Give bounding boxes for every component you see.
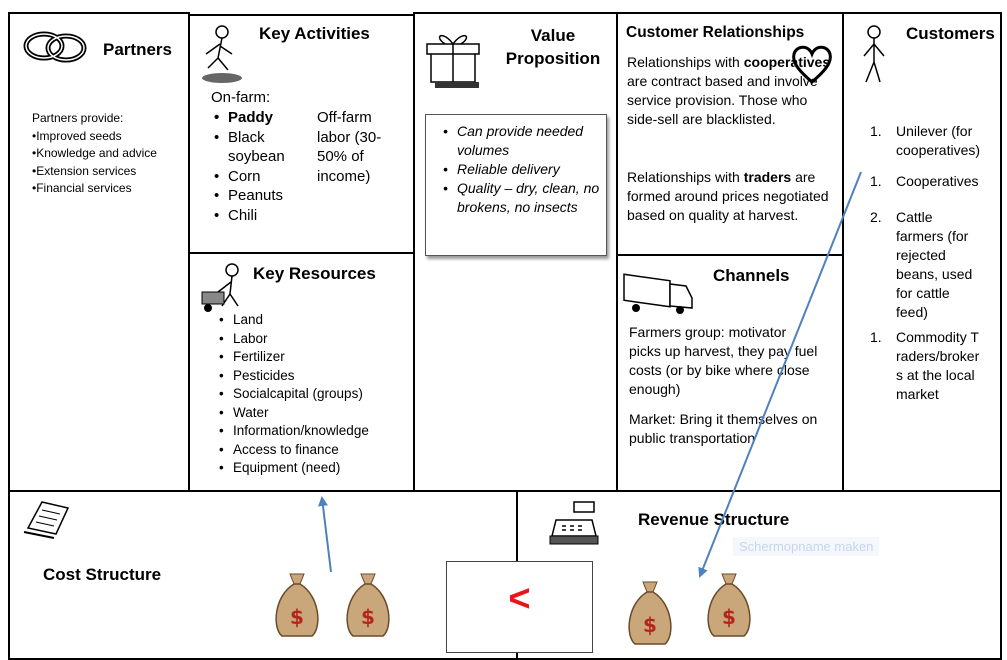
faint-overlay-label: Schermopname maken	[733, 537, 880, 556]
cash-register-icon	[549, 501, 599, 545]
customer-item: 1. Cooperatives	[870, 173, 979, 189]
gift-box-icon	[426, 34, 480, 88]
customer-relationships-para-1: Relationships with cooperatives are cont…	[627, 54, 831, 127]
on-farm-item: Black soybean	[214, 128, 318, 167]
on-farm-list: Paddy Black soybean Corn Peanuts Chili	[212, 108, 318, 225]
delivery-truck-icon	[623, 273, 693, 314]
value-proposition-title: Value Proposition	[498, 24, 608, 70]
resource-item: Equipment (need)	[219, 459, 423, 478]
value-proposition-list: Can provide needed volumes Reliable deli…	[441, 122, 615, 217]
value-proposition-title-line2: Proposition	[505, 49, 601, 68]
channels-para-2: Market: Bring it themselves on public tr…	[629, 411, 818, 446]
heart-icon	[792, 45, 832, 84]
revenue-structure-title: Revenue Structure	[638, 510, 790, 529]
money-bag-icon: $	[275, 573, 319, 637]
resource-item: Labor	[219, 330, 423, 349]
off-farm-text: Off-farm labor (30-50% of income)	[317, 109, 382, 185]
farmer-working-icon	[202, 25, 242, 83]
chain-links-icon	[23, 31, 87, 63]
partners-item: •Financial services	[32, 181, 132, 195]
customer-item: 2. Cattle farmers (for rejected beans, u…	[870, 209, 973, 320]
customer-item: 1. Unilever (for cooperatives)	[870, 123, 981, 158]
on-farm-item: Chili	[214, 206, 318, 226]
value-proposition-title-line1: Value	[530, 26, 576, 45]
comparison-box	[446, 561, 593, 653]
on-farm-item: Paddy	[214, 108, 318, 128]
money-bag-icon: $	[628, 581, 672, 645]
partners-item: •Extension services	[32, 163, 137, 178]
partners-item: •Knowledge and advice	[32, 146, 157, 160]
on-farm-item: Peanuts	[214, 186, 318, 206]
value-item: Quality – dry, clean, no brokens, no ins…	[443, 179, 615, 217]
partners-title: Partners	[103, 40, 172, 59]
channels-para-1: Farmers group: motivator picks up harves…	[629, 324, 818, 397]
on-farm-item: Corn	[214, 167, 318, 187]
key-resources-title: Key Resources	[253, 264, 376, 283]
resource-item: Water	[219, 404, 423, 423]
receipt-icon	[23, 501, 70, 539]
value-item: Can provide needed volumes	[443, 122, 615, 160]
resource-item: Land	[219, 311, 423, 330]
svg-text:$: $	[361, 605, 375, 629]
resource-item: Information/knowledge	[219, 422, 423, 441]
svg-text:$: $	[643, 613, 657, 637]
cost-structure-title: Cost Structure	[43, 565, 162, 584]
partners-box	[8, 12, 190, 492]
on-farm-label: On-farm:	[211, 89, 271, 106]
value-item: Reliable delivery	[443, 160, 615, 179]
partners-intro: Partners provide:	[32, 111, 124, 125]
svg-text:$: $	[722, 605, 736, 629]
key-activities-title: Key Activities	[259, 24, 370, 43]
resource-item: Pesticides	[219, 367, 423, 386]
worker-with-cart-icon	[201, 263, 239, 312]
customers-title: Customers	[906, 24, 995, 43]
resource-item: Fertilizer	[219, 348, 423, 367]
customer-person-icon	[863, 25, 885, 83]
less-than-symbol: <	[508, 578, 531, 620]
channels-title: Channels	[713, 266, 790, 285]
partners-list: Partners provide: •Improved seeds •Knowl…	[32, 110, 157, 198]
partners-item: •Improved seeds	[32, 128, 122, 143]
resource-item: Socialcapital (groups)	[219, 385, 423, 404]
customer-relationships-para-2: Relationships with traders are formed ar…	[627, 169, 829, 223]
key-resources-list: Land Labor Fertilizer Pesticides Socialc…	[217, 311, 423, 478]
money-bag-icon: $	[346, 573, 390, 637]
customer-relationships-title: Customer Relationships	[626, 24, 805, 41]
svg-text:$: $	[290, 605, 304, 629]
customers-list: 1. Unilever (for cooperatives) 1. Cooper…	[870, 122, 1004, 404]
money-bag-icon: $	[707, 573, 751, 637]
resource-item: Access to finance	[219, 441, 423, 460]
customer-item: 1. Commodity Traders/brokers at the loca…	[870, 329, 980, 402]
